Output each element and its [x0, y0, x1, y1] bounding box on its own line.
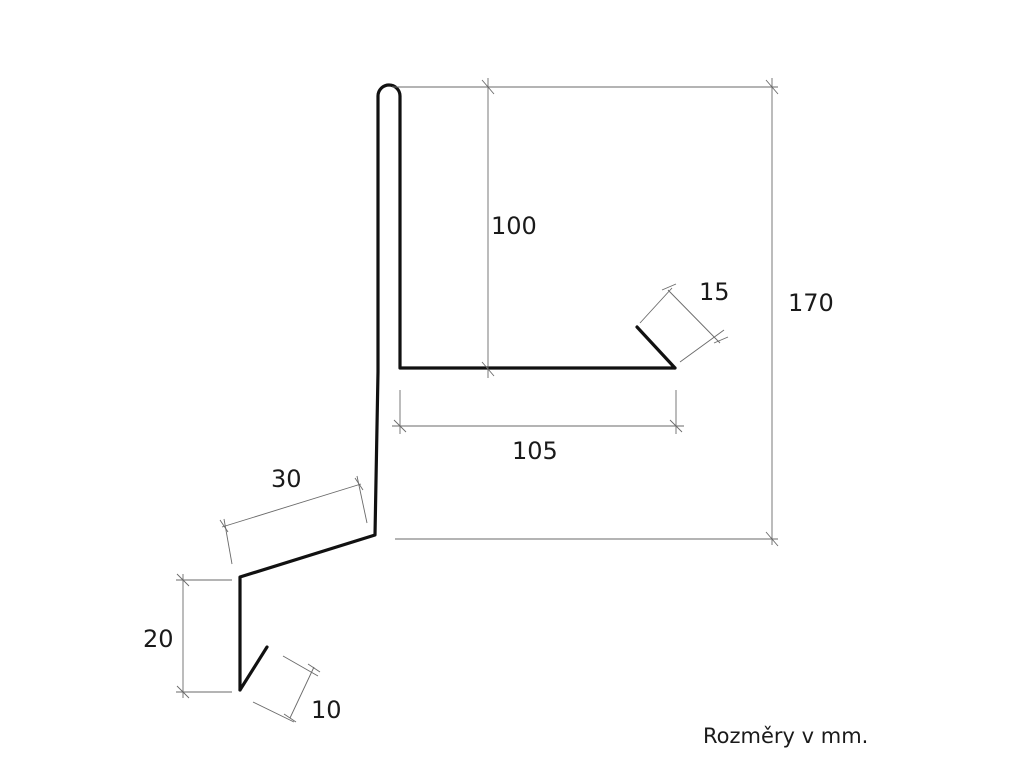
dimension-slope: 30 — [219, 465, 368, 565]
dimension-top-flange: 105 — [392, 390, 684, 465]
dimension-label-20: 20 — [143, 625, 174, 653]
dimension-drip-bottom: 10 — [252, 655, 342, 724]
units-note: Rozměry v mm. — [703, 724, 869, 748]
dimension-label-30: 30 — [271, 465, 302, 493]
dimension-label-15: 15 — [699, 278, 730, 306]
dimension-label-105: 105 — [512, 437, 558, 465]
dimension-label-100: 100 — [491, 212, 537, 240]
dimension-lower-leg: 20 — [143, 573, 232, 699]
dimension-height-upper: 100 — [392, 78, 537, 378]
dimension-total-height: 170 — [395, 78, 834, 547]
dimension-label-170: 170 — [788, 289, 834, 317]
dimension-drip-top: 15 — [639, 278, 730, 363]
dimension-label-10: 10 — [311, 696, 342, 724]
profile-outline — [238, 83, 677, 692]
